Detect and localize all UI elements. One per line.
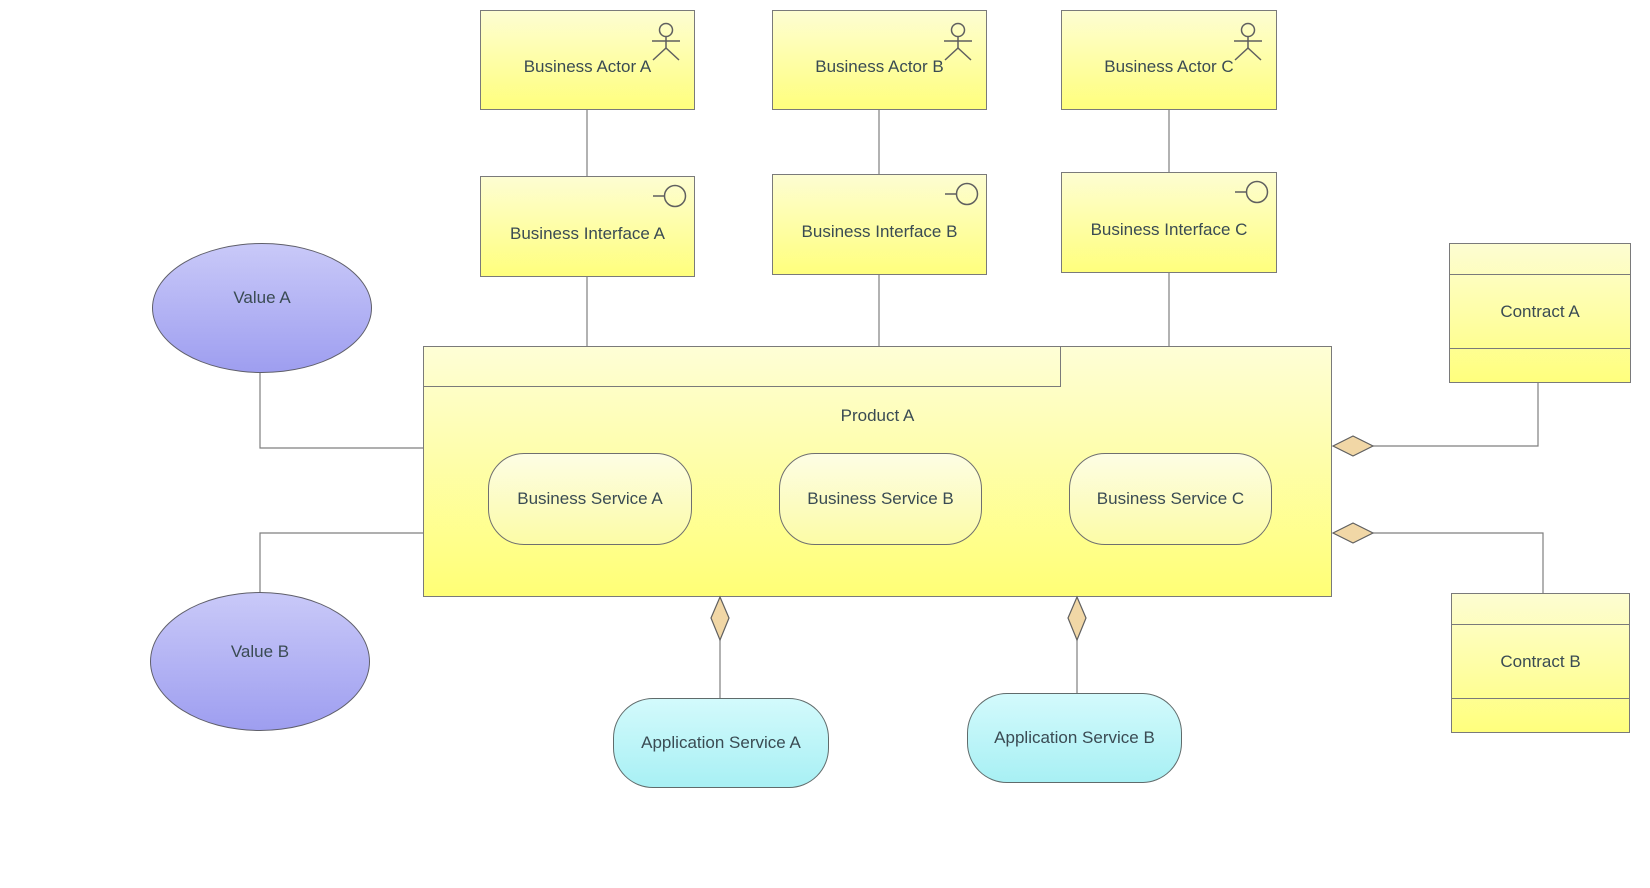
actor-icon bbox=[944, 22, 972, 61]
business-interface-a-label: Business Interface A bbox=[510, 223, 665, 243]
assoc-value-a-product bbox=[259, 373, 423, 449]
contract-a-bottom-strip bbox=[1450, 348, 1630, 382]
assoc-value-b-product bbox=[259, 532, 423, 592]
aggr-product-contract-a-line bbox=[1373, 383, 1539, 447]
aggregation-diamond-app-service-b bbox=[1067, 595, 1087, 642]
product-a-node[interactable]: Product A Business Service A Business Se… bbox=[423, 346, 1332, 597]
aggregation-diamond-contract-b bbox=[1331, 522, 1375, 544]
business-service-b-node[interactable]: Business Service B bbox=[779, 453, 982, 545]
business-actor-c-node[interactable]: Business Actor C bbox=[1061, 10, 1277, 110]
interface-lollipop-icon bbox=[1235, 180, 1269, 204]
contract-a-label: Contract A bbox=[1500, 301, 1580, 321]
value-a-label: Value A bbox=[233, 288, 291, 307]
business-actor-a-label: Business Actor A bbox=[523, 57, 652, 76]
aggregation-diamond-contract-a bbox=[1331, 435, 1375, 457]
application-service-b-label: Application Service B bbox=[994, 728, 1155, 747]
business-interface-c-label: Business Interface C bbox=[1090, 219, 1248, 239]
business-interface-a-node[interactable]: Business Interface A bbox=[480, 176, 695, 277]
product-titlebar bbox=[424, 347, 1061, 387]
contract-b-top-strip bbox=[1452, 594, 1629, 625]
business-actor-b-node[interactable]: Business Actor B bbox=[772, 10, 987, 110]
contract-b-label: Contract B bbox=[1500, 651, 1581, 671]
business-actor-a-node[interactable]: Business Actor A bbox=[480, 10, 695, 110]
value-a-node[interactable]: Value A bbox=[152, 243, 372, 373]
business-service-b-label: Business Service B bbox=[807, 489, 954, 508]
product-a-label: Product A bbox=[840, 406, 915, 425]
business-service-c-node[interactable]: Business Service C bbox=[1069, 453, 1272, 545]
interface-lollipop-icon bbox=[653, 184, 687, 208]
application-service-a-node[interactable]: Application Service A bbox=[613, 698, 829, 788]
business-interface-c-node[interactable]: Business Interface C bbox=[1061, 172, 1277, 273]
contract-a-top-strip bbox=[1450, 244, 1630, 275]
business-service-a-node[interactable]: Business Service A bbox=[488, 453, 692, 545]
aggr-product-contract-b-line bbox=[1373, 532, 1544, 593]
actor-icon bbox=[652, 22, 680, 61]
contract-a-node[interactable]: Contract A bbox=[1449, 243, 1631, 383]
business-interface-b-node[interactable]: Business Interface B bbox=[772, 174, 987, 275]
value-b-label: Value B bbox=[230, 641, 290, 661]
aggregation-diamond-app-service-a bbox=[710, 595, 730, 642]
application-service-a-label: Application Service A bbox=[641, 733, 801, 752]
interface-lollipop-icon bbox=[945, 182, 979, 206]
application-service-b-node[interactable]: Application Service B bbox=[967, 693, 1182, 783]
business-actor-b-label: Business Actor B bbox=[815, 57, 944, 76]
contract-b-bottom-strip bbox=[1452, 698, 1629, 732]
contract-b-node[interactable]: Contract B bbox=[1451, 593, 1630, 733]
business-interface-b-label: Business Interface B bbox=[801, 221, 958, 241]
business-service-c-label: Business Service C bbox=[1096, 489, 1245, 508]
value-b-node[interactable]: Value B bbox=[150, 592, 370, 731]
business-service-a-label: Business Service A bbox=[517, 489, 663, 508]
business-actor-c-label: Business Actor C bbox=[1104, 57, 1234, 76]
actor-icon bbox=[1234, 22, 1262, 61]
